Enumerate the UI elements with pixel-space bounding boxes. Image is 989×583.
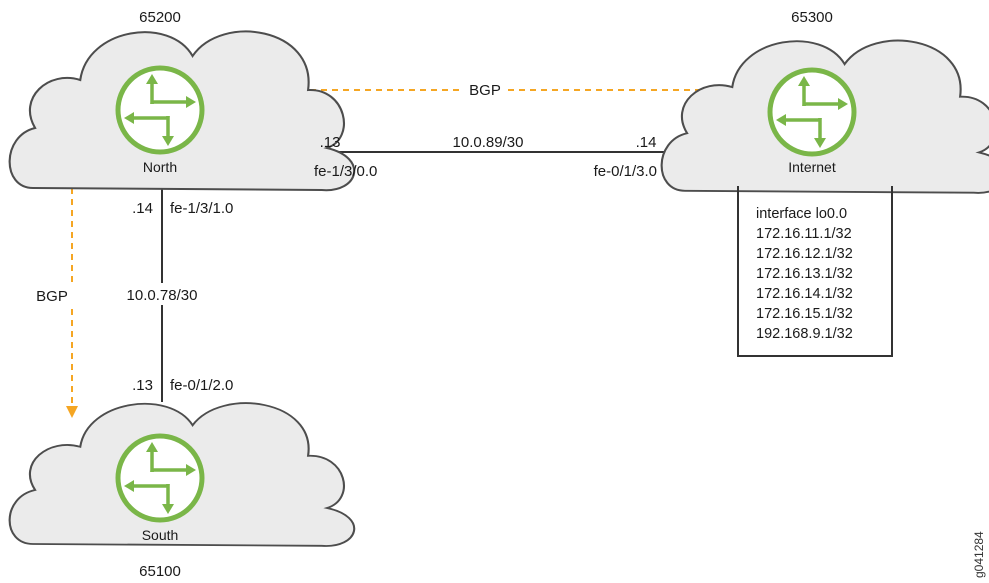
loopback-address: 172.16.11.1/32 [756,226,852,242]
south-label: South [142,527,179,543]
north-label: North [143,159,177,175]
south-asn: 65100 [139,563,181,580]
internet-asn: 65300 [791,9,833,26]
loopback-address: 192.168.9.1/32 [756,326,853,342]
loopback-address: 172.16.14.1/32 [756,286,853,302]
internet-router-icon [770,70,854,154]
link-north-south-subnet: 10.0.78/30 [127,287,198,304]
figure-id: g041284 [972,531,986,578]
loopback-address: 172.16.13.1/32 [756,266,853,282]
bgp-label-north-south: BGP [36,288,68,305]
north-router-icon [118,68,202,152]
north-iface-fe-1-3-1: fe-1/3/1.0 [170,200,233,217]
bgp-arrowhead-south [66,406,78,418]
internet-host-14: .14 [636,134,657,151]
north-iface-fe-1-3-0: fe-1/3/0.0 [314,163,377,180]
south-iface-fe-0-1-2: fe-0/1/2.0 [170,377,233,394]
north-host-14: .14 [132,200,153,217]
loopback-box: interface lo0.0 172.16.11.1/32 172.16.12… [756,206,853,342]
south-host-13: .13 [132,377,153,394]
bgp-label-internet-north: BGP [469,82,501,99]
north-host-13: .13 [320,134,341,151]
internet-iface-fe-0-1-3: fe-0/1/3.0 [594,163,657,180]
north-asn: 65200 [139,9,181,26]
link-north-internet-subnet: 10.0.89/30 [453,134,524,151]
south-router-icon [118,436,202,520]
loopback-title: interface lo0.0 [756,206,847,222]
loopback-address: 172.16.15.1/32 [756,306,853,322]
internet-label: Internet [788,159,836,175]
loopback-address: 172.16.12.1/32 [756,246,853,262]
